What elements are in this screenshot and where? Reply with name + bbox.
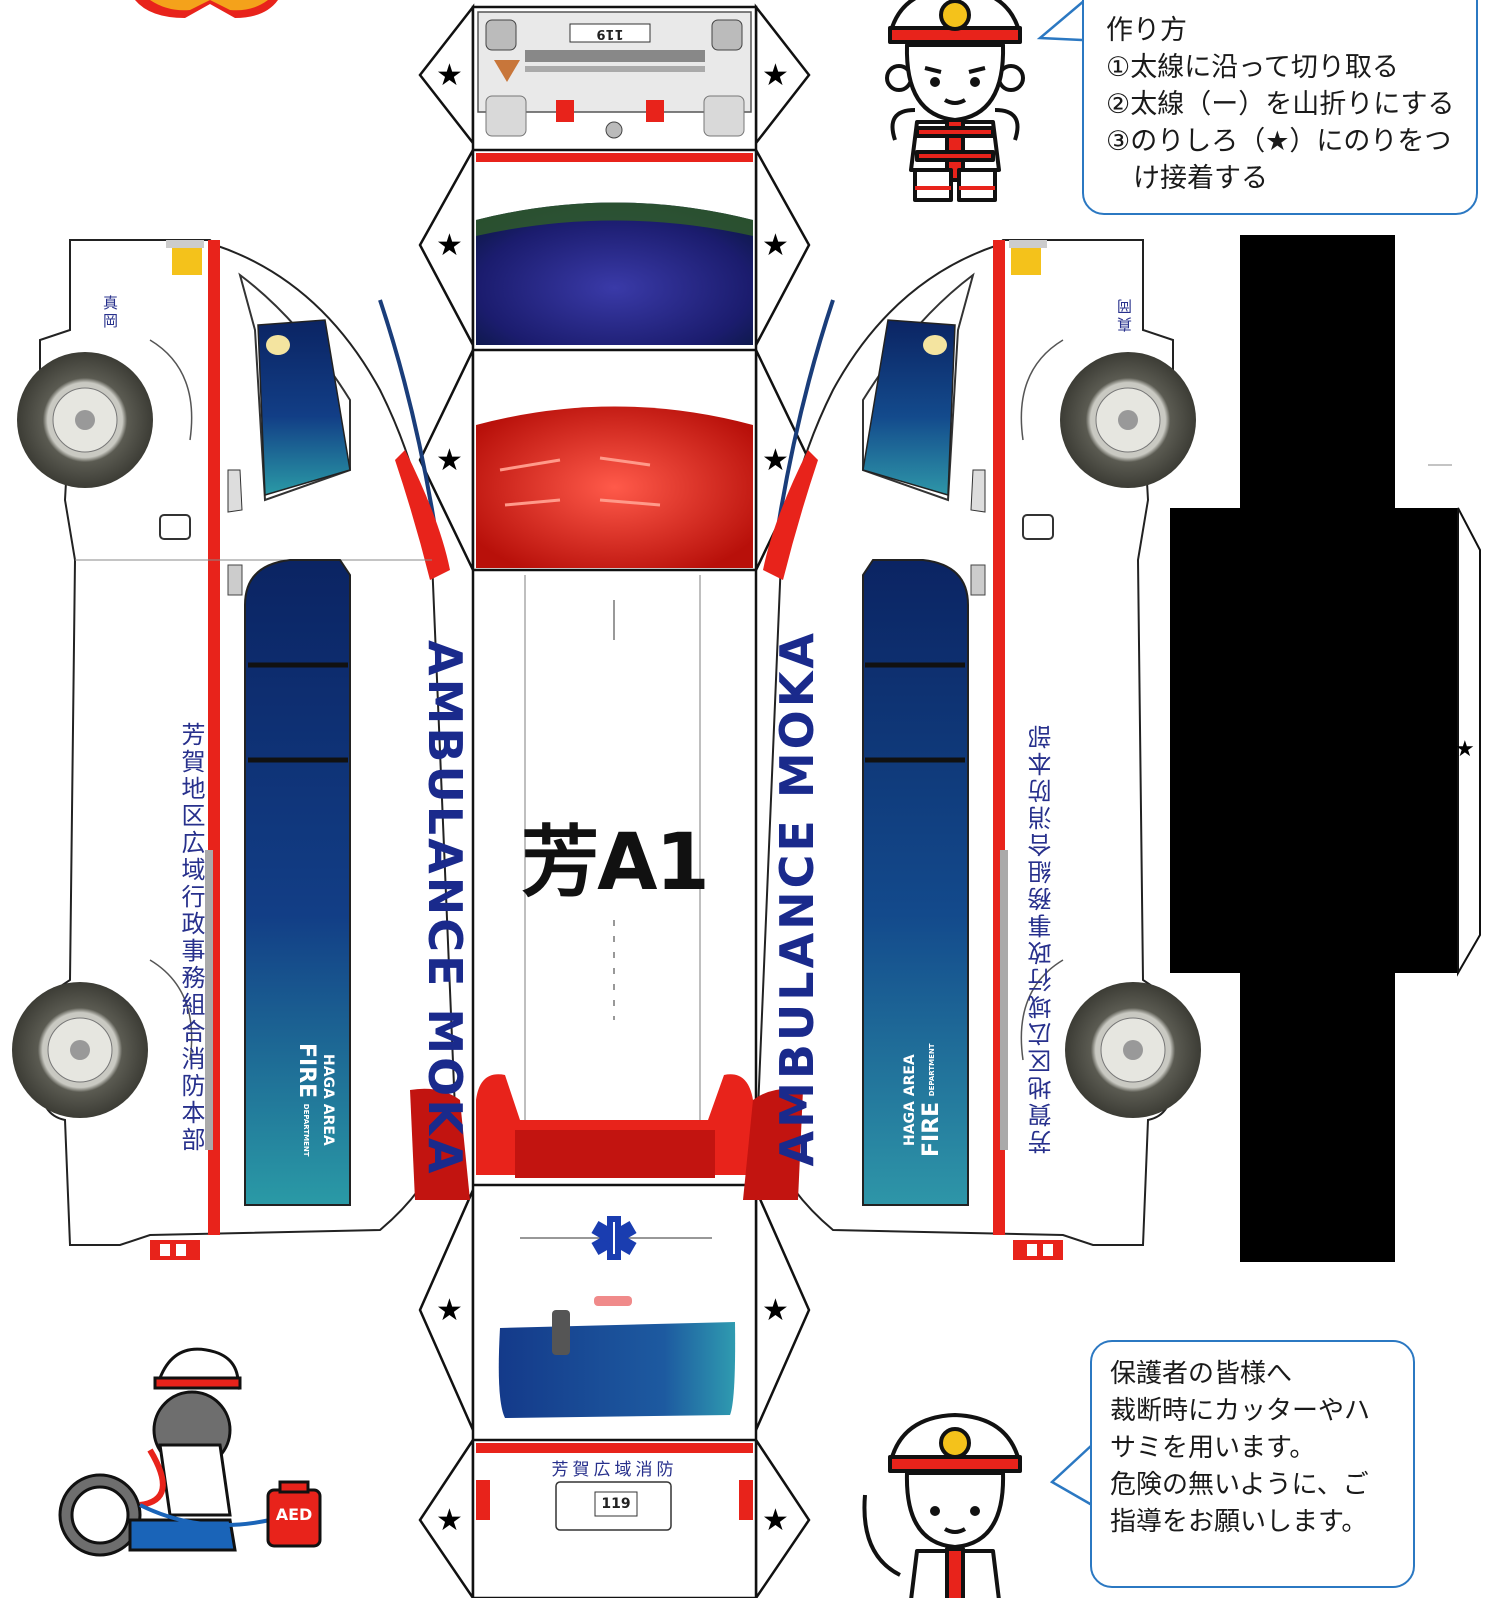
- firefighter-top-icon: [885, 0, 1025, 202]
- guardian-note-line-4: 危険の無いように、ご: [1110, 1470, 1369, 1500]
- emblem-line3: DEPARTMENT: [302, 1104, 310, 1157]
- bubble-tails: [1036, 0, 1093, 1507]
- windshield-panel: [476, 153, 753, 345]
- guardian-note-line-2: 裁断時にカッターやハ: [1110, 1396, 1371, 1426]
- star-of-life-icon: [591, 1216, 637, 1260]
- top-emblem-fragment: [135, 0, 278, 18]
- glue-star-icon: ★: [1455, 737, 1475, 762]
- rear-wheel-right: [1065, 982, 1201, 1118]
- roof-top: [476, 575, 753, 1178]
- guardian-note-bubble: 保護者の皆様へ 裁断時にカッターやハ サミを用います。 危険の無いように、ご 指…: [1090, 1340, 1415, 1588]
- guardian-note-line-3: サミを用います。: [1110, 1433, 1316, 1463]
- rear-plate-number: 119: [601, 1496, 631, 1512]
- glue-star-icon: ★: [762, 443, 789, 478]
- front-face: [477, 11, 752, 139]
- glue-star-icon: ★: [436, 1293, 463, 1328]
- front-wheel-left: [17, 352, 153, 488]
- rear-title: 芳賀広域消防: [551, 1460, 678, 1480]
- fire-dept-emblem-right: HAGA AREA FIRE DEPARTMENT: [900, 1030, 980, 1170]
- ambulance-label-left: AMBULANCE MOKA: [418, 640, 472, 1177]
- base-piece: [1170, 235, 1481, 1262]
- org-label-left: 芳賀地区広域行政事務組合消防本部: [177, 722, 205, 1154]
- glue-star-icon: ★: [436, 58, 463, 93]
- glue-star-icon: ★: [762, 228, 789, 263]
- glue-star-icon: ★: [436, 228, 463, 263]
- emblem-line2: FIRE: [919, 1101, 944, 1157]
- instructions-title: 作り方: [1106, 15, 1187, 46]
- instruction-step-3: ③のりしろ（★）にのりをつ: [1106, 126, 1452, 157]
- left-side-panel: [12, 239, 470, 1260]
- instruction-step-4: け接着する: [1106, 163, 1268, 194]
- emblem-line2: FIRE: [294, 1043, 319, 1099]
- aed-label: AED: [275, 1505, 313, 1524]
- guardian-note-line-1: 保護者の皆様へ: [1110, 1359, 1293, 1389]
- glue-star-icon: ★: [436, 443, 463, 478]
- roof-number: 芳A1: [521, 818, 710, 908]
- instructions-bubble: 作り方 ①太線に沿って切り取る ②太線（ー）を山折りにする ③のりしろ（★）にの…: [1082, 0, 1478, 215]
- glue-star-icon: ★: [762, 58, 789, 93]
- instruction-step-1: ①太線に沿って切り取る: [1106, 52, 1399, 83]
- instruction-step-2: ②太線（ー）を山折りにする: [1106, 89, 1455, 120]
- rear-door: [498, 1216, 736, 1418]
- emblem-line3: DEPARTMENT: [928, 1043, 936, 1096]
- emblem-line1: HAGA AREA: [320, 1054, 336, 1146]
- glue-star-icon: ★: [436, 1503, 463, 1538]
- glue-star-icon: ★: [762, 1503, 789, 1538]
- org-label-right: 芳賀地区広域行政事務組合消防本部: [1028, 722, 1056, 1154]
- glue-star-icon: ★: [762, 1293, 789, 1328]
- roof-red-panel: [476, 355, 753, 568]
- rear-bumper: [476, 1443, 753, 1531]
- right-side-panel: [743, 239, 1201, 1260]
- firefighter-saluting-icon: [862, 1413, 1022, 1598]
- aed-illustration: [58, 1347, 322, 1557]
- guardian-note-line-5: 指導をお願いします。: [1110, 1507, 1368, 1537]
- front-wheel-right: [1060, 352, 1196, 488]
- rear-wheel-left: [12, 982, 148, 1118]
- city-mark-right: 真岡: [1116, 296, 1134, 332]
- front-plate-number: 119: [596, 26, 624, 41]
- emblem-line1: HAGA AREA: [902, 1054, 918, 1146]
- fire-dept-emblem-left: HAGA AREA FIRE DEPARTMENT: [258, 1030, 338, 1170]
- ambulance-label-right: AMBULANCE MOKA: [770, 630, 824, 1167]
- city-mark-left: 真岡: [101, 295, 119, 331]
